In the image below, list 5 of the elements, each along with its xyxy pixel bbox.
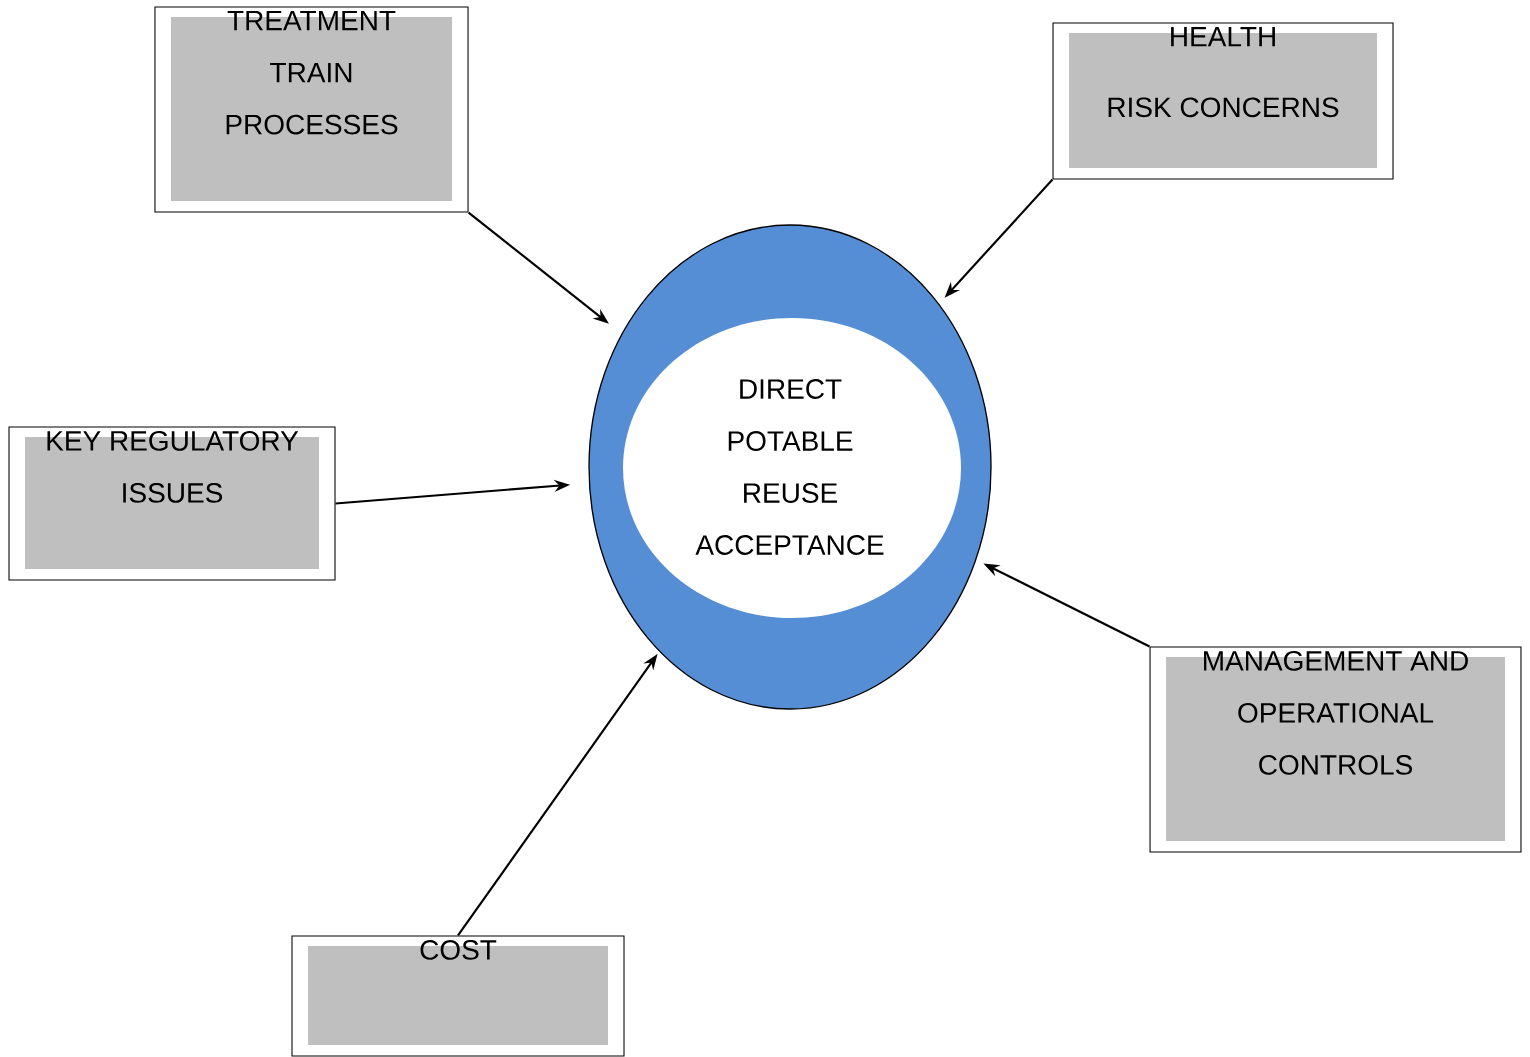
factor-box: HEALTH RISK CONCERNS (1052, 22, 1394, 180)
factor-box: TREATMENT TRAIN PROCESSES (154, 6, 469, 213)
factor-box: KEY REGULATORY ISSUES (8, 426, 336, 581)
factor-box: COST (291, 935, 625, 1057)
factor-box: MANAGEMENT AND OPERATIONAL CONTROLS (1149, 646, 1522, 853)
